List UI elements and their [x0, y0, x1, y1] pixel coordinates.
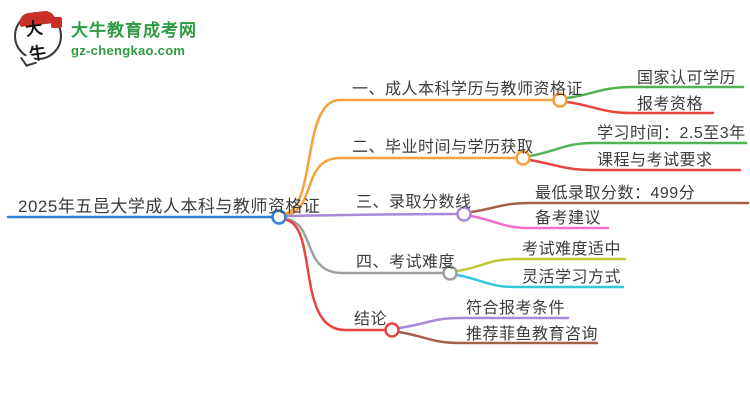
branch-1-child-2-connector [565, 100, 715, 115]
logo-text-block: 大牛教育成考网 gz-chengkao.com [71, 12, 197, 58]
branch-1-child-2-label: 报考资格 [637, 96, 704, 113]
branch-5-child-1-connector [397, 316, 570, 330]
branch-1-child-1-label: 国家认可学历 [637, 70, 737, 87]
branch-2-node-circle [515, 150, 531, 166]
logo-subtitle: gz-chengkao.com [71, 43, 186, 58]
branch-2-child-2-label: 课程与考试要求 [597, 152, 713, 169]
branch-5-label: 结论 [354, 311, 388, 328]
branch-3-child-1-connector [469, 201, 750, 214]
branch-3-node-circle [456, 206, 472, 222]
root-node-circle [271, 209, 287, 225]
branch-5-child-2-connector [397, 330, 599, 345]
branch-2-child-2-connector [528, 158, 742, 172]
branch-2-child-1-label: 学习时间：2.5至3年 [597, 125, 746, 142]
site-logo: 大牛 大牛教育成考网 gz-chengkao.com [14, 9, 197, 67]
logo-bull-icon: 大牛 [14, 9, 62, 67]
branch-2-label: 二、毕业时间与学历获取 [352, 139, 534, 156]
branch-5-child-2-label: 推荐菲鱼教育咨询 [466, 326, 599, 343]
branch-4-connector [285, 217, 445, 275]
branch-3-label: 三、录取分数线 [356, 194, 472, 211]
branch-4-child-1-connector [455, 257, 627, 273]
branch-3-child-1-label: 最低录取分数：499分 [535, 185, 696, 202]
branch-4-child-2-connector [455, 273, 625, 289]
branch-3-child-2-label: 备考建议 [535, 210, 602, 227]
branch-4-node-circle [442, 265, 458, 281]
branch-5-node-circle [384, 322, 400, 338]
branch-4-child-2-label: 灵活学习方式 [522, 269, 622, 286]
branch-2-child-1-connector [528, 141, 748, 158]
branch-1-connector [285, 98, 555, 215]
branch-2-connector [285, 156, 518, 217]
branch-4-child-1-label: 考试难度适中 [522, 241, 622, 258]
branch-1-label: 一、成人本科学历与教师资格证 [352, 81, 584, 98]
branch-1-node-circle [552, 92, 568, 108]
branch-4-label: 四、考试难度 [356, 254, 456, 271]
logo-title: 大牛教育成考网 [71, 21, 197, 40]
branch-5-connector [285, 218, 387, 332]
root-label: 2025年五邑大学成人本科与教师资格证 [18, 197, 321, 216]
branch-1-child-1-connector [565, 85, 745, 100]
branch-5-child-1-label: 符合报考条件 [466, 300, 566, 317]
branch-3-connector [285, 212, 459, 218]
logo-red-seal-icon [51, 17, 62, 28]
branch-3-child-2-connector [469, 214, 610, 230]
